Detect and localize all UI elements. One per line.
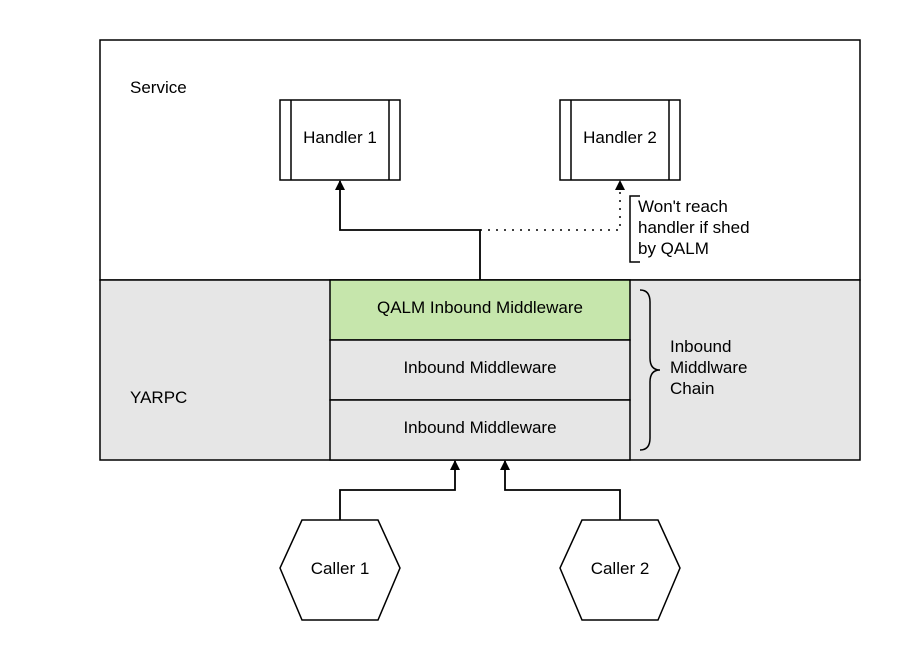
shed-annotation-line-2: handler if shed <box>638 218 750 237</box>
shed-annotation: Won't reach handler if shed by QALM <box>638 197 754 258</box>
arrow-to-handler-1 <box>335 180 481 280</box>
chain-label-line-3: Chain <box>670 379 714 398</box>
inbound-middleware-1-label: Inbound Middleware <box>403 358 556 377</box>
caller-1-label: Caller 1 <box>311 559 370 578</box>
arrow-caller-1-to-yarpc <box>339 460 460 520</box>
inbound-middleware-2 <box>329 399 631 461</box>
inbound-middleware-1 <box>329 339 631 401</box>
chain-label: Inbound Middlware Chain <box>670 337 752 398</box>
arrow-caller-2-to-yarpc <box>500 460 621 520</box>
service-label: Service <box>130 78 187 97</box>
handler-2-label: Handler 2 <box>583 128 657 147</box>
handler-1-label: Handler 1 <box>303 128 377 147</box>
middleware-stack: QALM Inbound Middleware Inbound Middlewa… <box>329 279 631 461</box>
handler-2: Handler 2 <box>559 99 681 181</box>
shed-annotation-line-3: by QALM <box>638 239 709 258</box>
caller-2: Caller 2 <box>559 519 681 621</box>
caller-1: Caller 1 <box>279 519 401 621</box>
annotation-bracket <box>629 195 640 263</box>
chain-brace <box>639 289 661 451</box>
qalm-middleware-label: QALM Inbound Middleware <box>377 298 583 317</box>
shed-annotation-line-1: Won't reach <box>638 197 728 216</box>
inbound-middleware-2-label: Inbound Middleware <box>403 418 556 437</box>
yarpc-label: YARPC <box>130 388 187 407</box>
handler-1: Handler 1 <box>279 99 401 181</box>
chain-label-line-2: Middlware <box>670 358 747 377</box>
chain-label-line-1: Inbound <box>670 337 731 356</box>
caller-2-label: Caller 2 <box>591 559 650 578</box>
